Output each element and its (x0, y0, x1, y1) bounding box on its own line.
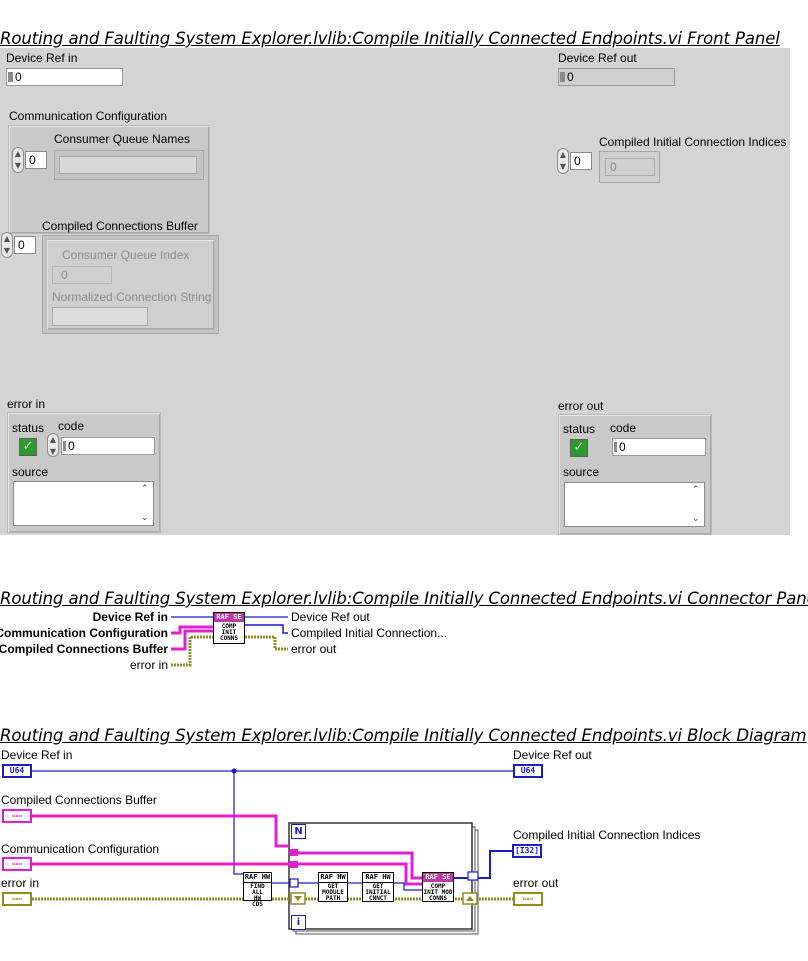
loop-count-terminal[interactable]: N (291, 824, 306, 839)
error-in-status-label: status (12, 421, 45, 435)
cp-input-error-in: error in (129, 658, 168, 672)
consumer-queue-names-element[interactable] (59, 156, 197, 174)
node-find-all-hw-cds[interactable]: RAF HW FIND ALL HW CDS (243, 872, 272, 908)
cp-output-device-ref-out: Device Ref out (291, 610, 370, 624)
compiled-indices-element: 0 (605, 158, 655, 176)
front-panel-title: Routing and Faulting System Explorer.lvl… (0, 29, 780, 48)
error-out-source-field[interactable]: ⌃ ⌄ (564, 482, 705, 527)
error-out-code-label: code (610, 421, 637, 435)
normalized-connection-string-field[interactable] (52, 307, 148, 326)
node-get-module-path[interactable]: RAF HW GET MODULE PATH (318, 872, 348, 902)
error-in-source-label: source (12, 465, 49, 479)
scroll-down-icon[interactable]: ⌄ (692, 514, 700, 524)
scroll-down-icon[interactable]: ⌄ (141, 513, 149, 523)
compiled-buffer-frame: Consumer Queue Index 0 Normalized Connec… (42, 235, 219, 334)
compiled-buffer-label: Compiled Connections Buffer (42, 219, 198, 233)
error-in-code-field[interactable]: 0 (61, 437, 155, 455)
source-scrollbar[interactable]: ⌃ ⌄ (139, 482, 153, 525)
device-ref-in-control[interactable]: 0 (6, 68, 123, 86)
radix-icon (560, 72, 565, 82)
compiled-buffer-element-cluster[interactable]: Consumer Queue Index 0 Normalized Connec… (46, 239, 215, 330)
error-in-source-field[interactable]: ⌃ ⌄ (13, 481, 154, 526)
consumer-queue-names-index[interactable]: ▲▼ 0 (12, 147, 48, 175)
compiled-buffer-index[interactable]: ▲▼ 0 (1, 232, 37, 260)
node-get-initial-cnnct[interactable]: RAF HW GET INITIAL CNNCT (362, 872, 394, 902)
spinner-icon[interactable]: ▲▼ (47, 433, 59, 457)
radix-icon (63, 441, 66, 451)
compiled-indices-frame: 0 (599, 151, 660, 183)
cp-output-compiled-indices: Compiled Initial Connection... (291, 626, 448, 640)
error-out-source-label: source (563, 465, 600, 479)
device-ref-out-indicator: 0 (558, 68, 675, 86)
scroll-up-icon[interactable]: ⌃ (692, 485, 700, 495)
error-in-code-spinner[interactable]: ▲▼ (47, 433, 61, 461)
bd-terminal-compiled-buffer[interactable]: ▭▭ (2, 809, 32, 823)
device-ref-in-label: Device Ref in (6, 51, 78, 65)
source-scrollbar[interactable]: ⌃ ⌄ (690, 483, 704, 526)
comm-config-label: Communication Configuration (9, 109, 168, 123)
comm-config-cluster[interactable]: Consumer Queue Names ▲▼ 0 (8, 125, 210, 234)
front-panel: Device Ref in 0 Device Ref out 0 Communi… (0, 48, 790, 535)
error-in-status-led[interactable]: ✓ (19, 438, 37, 456)
radix-icon (614, 442, 617, 452)
error-out-code-field: 0 (612, 438, 706, 456)
bd-label-comm-config: Communication Configuration (1, 842, 160, 856)
consumer-queue-names-frame (54, 150, 204, 180)
error-out-status-label: status (563, 422, 596, 436)
bd-label-compiled-buffer: Compiled Connections Buffer (1, 793, 157, 807)
normalized-connection-string-label: Normalized Connection String (52, 290, 212, 304)
consumer-queue-index-field[interactable]: 0 (52, 266, 112, 284)
cp-input-comm-config: Communication Configuration (0, 626, 168, 640)
bd-terminal-error-out[interactable]: ▭▭ (513, 892, 543, 906)
bd-terminal-device-ref-in[interactable]: U64 (2, 764, 32, 778)
index-spinner-icon[interactable]: ▲▼ (12, 147, 24, 173)
bd-terminal-compiled-indices[interactable]: [I32] (512, 844, 542, 858)
cp-input-compiled-buffer: Compiled Connections Buffer (0, 642, 168, 656)
consumer-queue-names-label: Consumer Queue Names (54, 132, 191, 146)
vi-icon[interactable]: RAF SE COMP INIT CONNS (213, 612, 245, 644)
bd-label-error-out: error out (513, 876, 559, 890)
compiled-indices-index[interactable]: ▲▼ 0 (557, 148, 593, 176)
vi-icon-header: RAF SE (214, 613, 244, 622)
error-in-cluster[interactable]: status code ✓ ▲▼ 0 source ⌃ ⌄ (7, 412, 161, 533)
compiled-indices-label: Compiled Initial Connection Indices (599, 135, 787, 149)
bd-terminal-comm-config[interactable]: ▭▭ (2, 857, 32, 871)
cp-output-error-out: error out (291, 642, 337, 656)
block-diagram-title: Routing and Faulting System Explorer.lvl… (0, 726, 807, 745)
consumer-queue-index-label: Consumer Queue Index (62, 248, 190, 262)
bd-label-error-in: error in (1, 876, 40, 890)
bd-terminal-device-ref-out[interactable]: U64 (513, 764, 543, 778)
error-out-label: error out (558, 399, 604, 413)
cp-input-device-ref-in: Device Ref in (92, 610, 168, 624)
bd-label-device-ref-out: Device Ref out (513, 748, 592, 762)
device-ref-out-label: Device Ref out (558, 51, 637, 65)
scroll-up-icon[interactable]: ⌃ (141, 484, 149, 494)
connector-pane-title: Routing and Faulting System Explorer.lvl… (0, 589, 808, 608)
error-out-status-led: ✓ (570, 439, 588, 457)
error-in-label: error in (7, 397, 46, 411)
index-spinner-icon[interactable]: ▲▼ (557, 148, 569, 174)
radix-icon (8, 72, 13, 82)
index-spinner-icon[interactable]: ▲▼ (1, 232, 13, 258)
node-comp-init-mod-conns[interactable]: RAF SE COMP INIT MOD CONNS (422, 872, 454, 902)
bd-label-compiled-indices: Compiled Initial Connection Indices (513, 828, 701, 842)
bd-label-device-ref-in: Device Ref in (1, 748, 73, 762)
error-out-cluster: status code ✓ 0 source ⌃ ⌄ (558, 414, 712, 535)
loop-iteration-terminal[interactable]: i (291, 915, 306, 930)
bd-terminal-error-in[interactable]: ▭▭ (2, 892, 32, 906)
error-in-code-label: code (58, 419, 85, 433)
